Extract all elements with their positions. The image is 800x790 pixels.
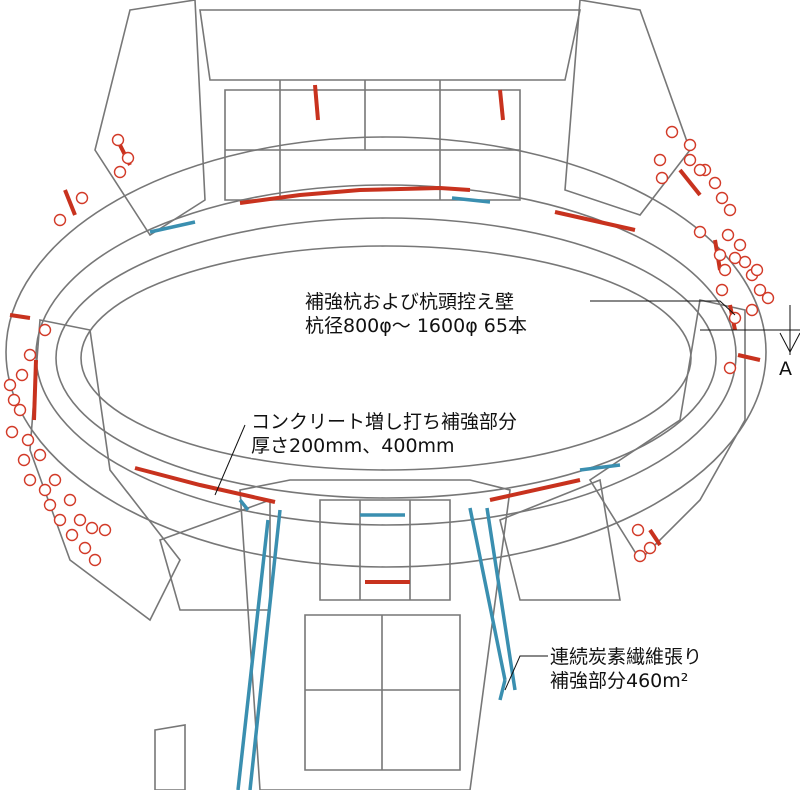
concrete-annotation-line1: コンクリート増し打ち補強部分 (251, 411, 518, 433)
pile-marker (728, 251, 742, 265)
pile-marker (121, 151, 135, 165)
pile-marker (63, 493, 77, 507)
concrete-wall-segment (489, 478, 581, 502)
pile-marker (48, 473, 62, 487)
concrete-wall-segment (554, 210, 636, 232)
pile-marker (15, 368, 29, 382)
pile-marker (38, 323, 52, 337)
concrete-wall-segment (648, 528, 662, 547)
pile-marker (655, 171, 669, 185)
pile-marker (713, 248, 727, 262)
pile-marker (653, 153, 667, 167)
top-left-wing (94, 0, 206, 237)
pile-marker (98, 523, 112, 537)
carbon-fiber-segment (451, 196, 491, 204)
concrete-wall-segment (134, 466, 276, 504)
carbon-fiber-segment (236, 519, 270, 790)
concrete-wall-segment (63, 189, 77, 216)
pile-marker (715, 283, 729, 297)
pile-marker (3, 378, 17, 392)
concrete-annotation-line2: 厚さ200mm、400mm (251, 435, 455, 457)
bottom-stem (239, 479, 511, 790)
concrete-wall-segment (239, 185, 471, 205)
reinforcement-piles (3, 125, 775, 567)
pile-marker (753, 283, 767, 297)
pile-marker (733, 238, 747, 252)
pile-marker (38, 483, 52, 497)
pile-marker (113, 165, 127, 179)
carbon-fiber-segment (238, 498, 250, 512)
pile-marker (85, 521, 99, 535)
carbon-annotation: 連続炭素繊維張り 補強部分460m² (550, 645, 703, 693)
carbon-fiber-walls (149, 196, 621, 790)
carbon-fiber-segment (498, 679, 507, 701)
pile-marker (750, 263, 764, 277)
pile-marker (633, 549, 647, 563)
pile-annotation-line2: 杭径800φ～ 1600φ 65本 (305, 315, 527, 337)
pile-marker (75, 191, 89, 205)
top-block (199, 9, 581, 81)
concrete-wall-segment (737, 353, 761, 362)
pile-marker (7, 393, 21, 407)
pile-marker (53, 213, 67, 227)
pile-marker (721, 228, 735, 242)
pile-marker (23, 348, 37, 362)
pile-annotation-line1: 補強杭および杭頭控え壁 (305, 291, 515, 313)
pile-annotation: 補強杭および杭頭控え壁 杭径800φ～ 1600φ 65本 (305, 290, 527, 338)
pile-marker (13, 403, 27, 417)
concrete-wall-segment (32, 359, 38, 421)
concrete-annotation: コンクリート増し打ち補強部分 厚さ200mm、400mm (251, 410, 518, 458)
pile-marker (718, 263, 732, 277)
carbon-fiber-segment (579, 463, 621, 472)
carbon-fiber-segment (485, 507, 517, 691)
section-mark-a: A (779, 358, 792, 380)
concrete-wall-segment (678, 168, 702, 197)
pile-marker (23, 473, 37, 487)
pile-marker (761, 291, 775, 305)
top-right-wing (564, 0, 691, 216)
pile-marker (5, 425, 19, 439)
pile-marker (715, 191, 729, 205)
pile-marker (65, 528, 79, 542)
carbon-fiber-segment (468, 507, 507, 681)
pile-marker (53, 513, 67, 527)
pile-marker (745, 303, 759, 317)
pile-marker (723, 361, 737, 375)
pile-marker (723, 203, 737, 217)
carbon-fiber-segment (149, 220, 196, 234)
pile-marker (708, 176, 722, 190)
leader-lines (214, 300, 800, 691)
concrete-wall-segment (9, 313, 31, 320)
pile-marker (693, 163, 707, 177)
carbon-fiber-segment (248, 509, 282, 790)
pile-marker (111, 133, 125, 147)
pile-marker (21, 433, 35, 447)
pile-marker (17, 453, 31, 467)
pile-marker (631, 523, 645, 537)
concrete-wall-segment (313, 84, 320, 121)
pile-marker (33, 448, 47, 462)
pile-marker (78, 541, 92, 555)
concrete-wall-segment (498, 89, 505, 121)
carbon-annotation-line2: 補強部分460m² (550, 670, 689, 692)
pile-marker (693, 225, 707, 239)
pile-marker (683, 138, 697, 152)
pile-marker (728, 311, 742, 325)
pile-marker (43, 498, 57, 512)
pile-marker (683, 153, 697, 167)
pile-marker (73, 513, 87, 527)
pile-marker (665, 125, 679, 139)
pile-marker (88, 553, 102, 567)
carbon-annotation-line1: 連続炭素繊維張り (550, 646, 703, 668)
building-walls (5, 0, 767, 790)
pile-marker (643, 541, 657, 555)
